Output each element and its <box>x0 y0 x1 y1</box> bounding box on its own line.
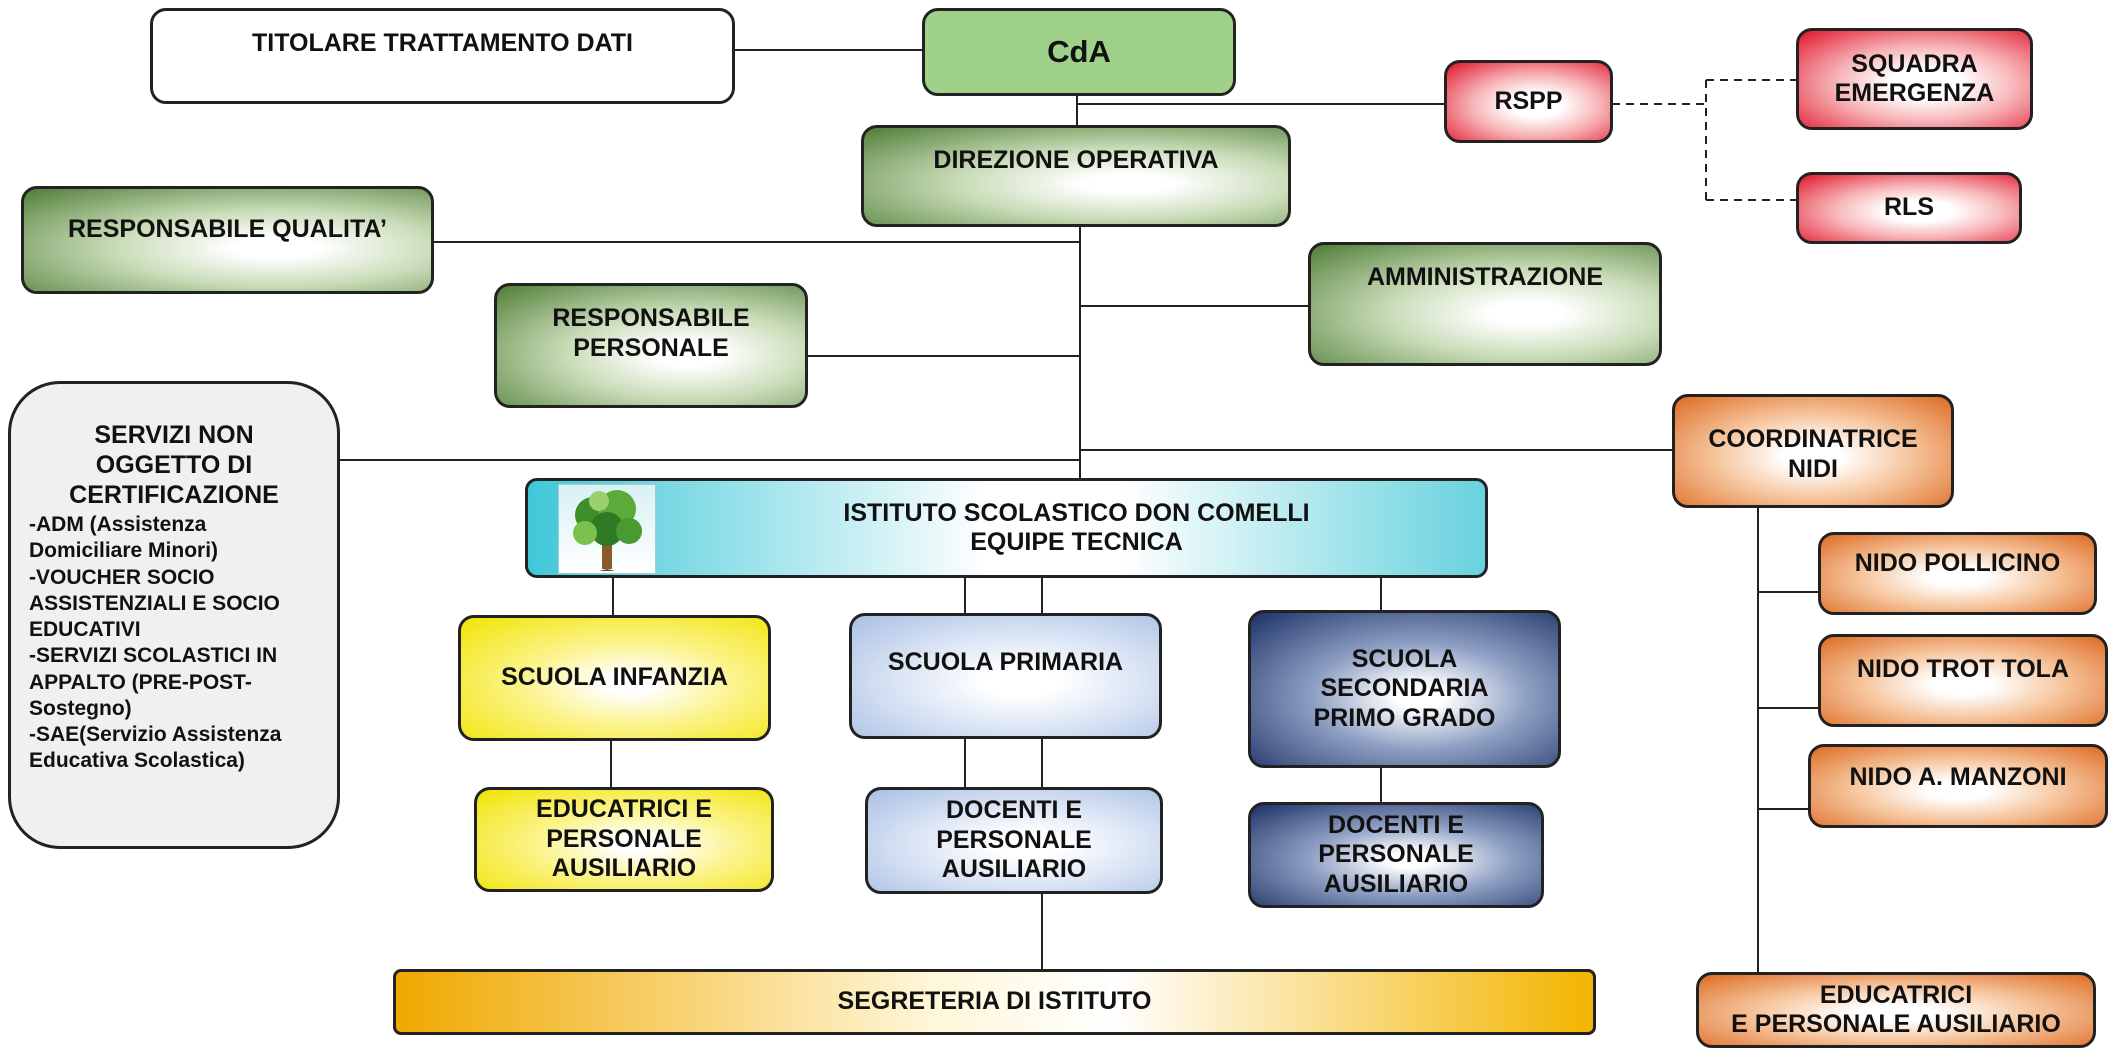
responsabile-qualita-box: RESPONSABILE QUALITA’ <box>21 186 434 294</box>
direzione-operativa-box: DIREZIONE OPERATIVA <box>861 125 1291 227</box>
servizi-title: SERVIZI NON OGGETTO DI CERTIFICAZIONE <box>69 421 279 509</box>
rspp-box: RSPP <box>1444 60 1613 143</box>
amministrazione-box: AMMINISTRAZIONE <box>1308 242 1662 366</box>
scuola-secondaria-label: SCUOLA SECONDARIA PRIMO GRADO <box>1313 644 1496 732</box>
scuola-primaria-box: SCUOLA PRIMARIA <box>849 613 1162 739</box>
scuola-infanzia-box: SCUOLA INFANZIA <box>458 615 771 741</box>
segreteria-istituto-box: SEGRETERIA DI ISTITUTO <box>393 969 1596 1035</box>
nido-pollicino-box: NIDO POLLICINO <box>1818 532 2097 615</box>
responsabile-qualita-label: RESPONSABILE QUALITA’ <box>67 215 387 243</box>
istituto-scolastico-box: ISTITUTO SCOLASTICO DON COMELLI EQUIPE T… <box>525 478 1488 578</box>
titolare-trattamento-dati-box: TITOLARE TRATTAMENTO DATI <box>150 8 735 104</box>
educatrici-nidi-label: EDUCATRICI E PERSONALE AUSILIARIO <box>1731 980 2061 1039</box>
nido-trot-tola-label: NIDO TROT TOLA <box>1856 655 2070 683</box>
istituto-label: ISTITUTO SCOLASTICO DON COMELLI EQUIPE T… <box>843 498 1310 557</box>
nido-trot-tola-box: NIDO TROT TOLA <box>1818 634 2108 727</box>
segreteria-label: SEGRETERIA DI ISTITUTO <box>837 987 1152 1016</box>
amministrazione-label: AMMINISTRAZIONE <box>1366 263 1604 291</box>
cda-label: CdA <box>1047 33 1111 69</box>
docenti-secondaria-label: DOCENTI E PERSONALE AUSILIARIO <box>1318 810 1474 898</box>
scuola-infanzia-label: SCUOLA INFANZIA <box>501 663 728 692</box>
docenti-primaria-label: DOCENTI E PERSONALE AUSILIARIO <box>936 796 1092 884</box>
nido-manzoni-label: NIDO A. MANZONI <box>1849 763 2067 791</box>
servizi-list: -ADM (Assistenza Domiciliare Minori) -VO… <box>29 513 282 773</box>
coordinatrice-nidi-box: COORDINATRICE NIDI <box>1672 394 1954 508</box>
direzione-operativa-label: DIREZIONE OPERATIVA <box>933 146 1219 174</box>
responsabile-personale-label: RESPONSABILE PERSONALE <box>552 304 750 362</box>
servizi-non-certificazione-box: SERVIZI NON OGGETTO DI CERTIFICAZIONE -A… <box>8 381 340 849</box>
cda-box: CdA <box>922 8 1236 96</box>
educatrici-infanzia-label: EDUCATRICI E PERSONALE AUSILIARIO <box>536 795 712 883</box>
tree-icon <box>558 484 656 574</box>
rls-label: RLS <box>1884 193 1934 222</box>
squadra-emergenza-box: SQUADRA EMERGENZA <box>1796 28 2033 130</box>
coordinatrice-nidi-label: COORDINATRICE NIDI <box>1708 425 1918 483</box>
rspp-label: RSPP <box>1494 86 1563 115</box>
educatrici-nidi-box: EDUCATRICI E PERSONALE AUSILIARIO <box>1696 972 2096 1048</box>
nido-manzoni-box: NIDO A. MANZONI <box>1808 744 2108 828</box>
squadra-emergenza-label: SQUADRA EMERGENZA <box>1834 49 1995 108</box>
nido-pollicino-label: NIDO POLLICINO <box>1854 549 2061 577</box>
responsabile-personale-box: RESPONSABILE PERSONALE <box>494 283 808 408</box>
educatrici-infanzia-box: EDUCATRICI E PERSONALE AUSILIARIO <box>474 787 774 892</box>
titolare-label: TITOLARE TRATTAMENTO DATI <box>252 29 633 57</box>
docenti-secondaria-box: DOCENTI E PERSONALE AUSILIARIO <box>1248 802 1544 908</box>
docenti-primaria-box: DOCENTI E PERSONALE AUSILIARIO <box>865 787 1163 894</box>
rls-box: RLS <box>1796 172 2022 244</box>
scuola-secondaria-box: SCUOLA SECONDARIA PRIMO GRADO <box>1248 610 1561 768</box>
scuola-primaria-label: SCUOLA PRIMARIA <box>887 648 1124 676</box>
